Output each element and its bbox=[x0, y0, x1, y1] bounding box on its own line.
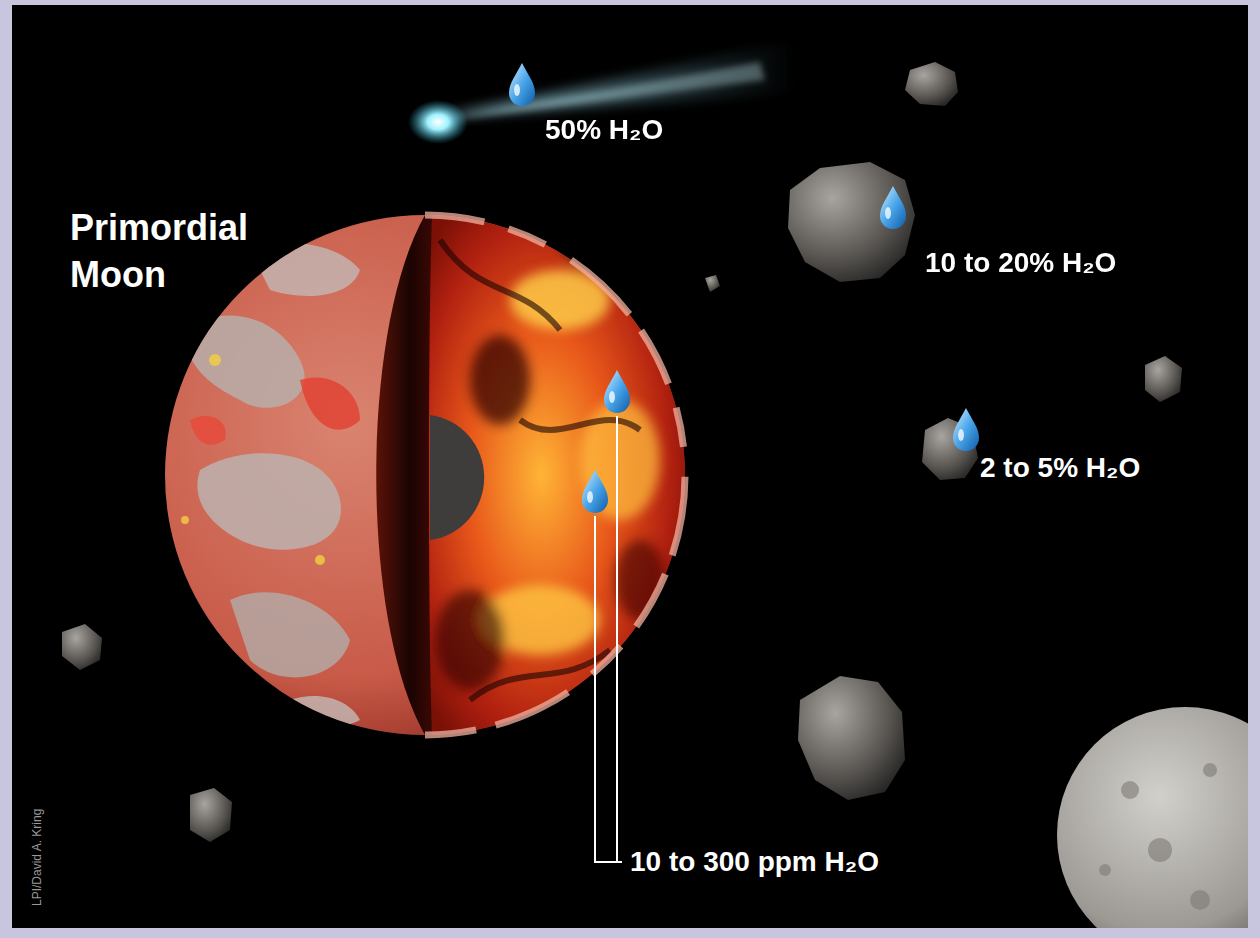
water-content-label: 2 to 5% H₂O bbox=[980, 452, 1140, 484]
bodies bbox=[62, 42, 1248, 928]
asteroid bbox=[62, 624, 102, 670]
water-drop bbox=[880, 186, 906, 229]
water-drop bbox=[509, 63, 535, 106]
leader-line bbox=[595, 416, 622, 862]
water-content-label: 10 to 20% H₂O bbox=[925, 247, 1116, 279]
water-content-label: 50% H₂O bbox=[545, 114, 663, 146]
moon-surface bbox=[180, 243, 360, 728]
asteroid bbox=[788, 162, 915, 282]
crust bbox=[425, 215, 685, 735]
water-drop bbox=[582, 470, 608, 513]
water-content-label: 10 to 300 ppm H₂O bbox=[630, 846, 879, 878]
space-background bbox=[12, 5, 1248, 928]
large-asteroid bbox=[1057, 707, 1248, 928]
cut-edge bbox=[376, 215, 432, 735]
water-drops bbox=[509, 63, 979, 513]
title-label: Primordial Moon bbox=[70, 205, 270, 299]
moon-interior bbox=[420, 210, 690, 740]
asteroid bbox=[905, 62, 958, 106]
asteroid bbox=[1145, 356, 1182, 402]
asteroid bbox=[798, 676, 905, 800]
crater bbox=[1099, 763, 1217, 910]
moon bbox=[165, 210, 690, 740]
asteroid bbox=[705, 275, 720, 292]
asteroid bbox=[190, 788, 232, 842]
credit-label: LPI/David A. Kring bbox=[30, 809, 44, 906]
core bbox=[430, 415, 484, 540]
water-drop bbox=[604, 370, 630, 413]
water-drop bbox=[953, 408, 979, 451]
